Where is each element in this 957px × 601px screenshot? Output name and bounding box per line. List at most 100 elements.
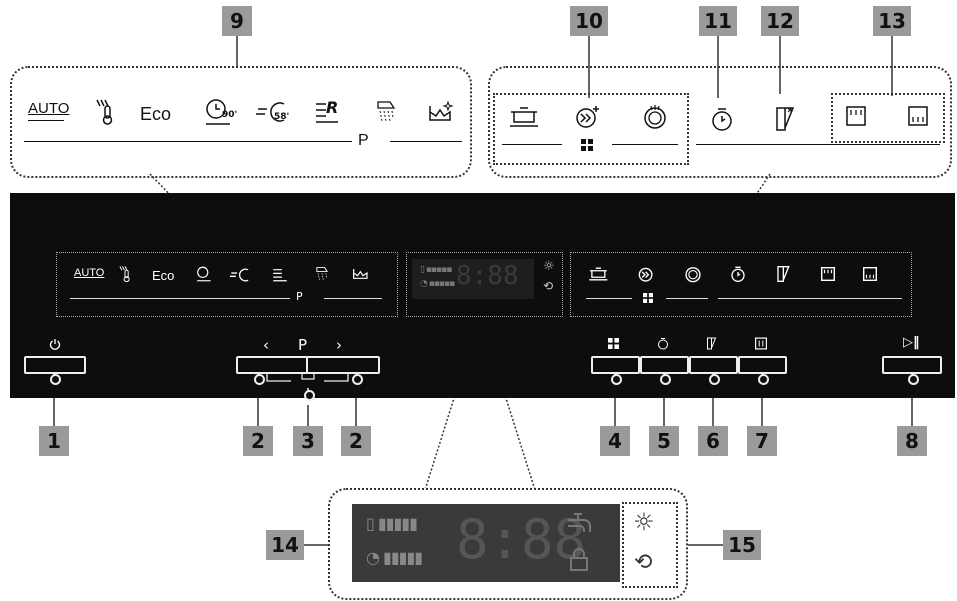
callout-2b: 2 [341, 426, 371, 456]
mini-salt-level: ◔ ▪▪▪▪▪ [420, 279, 455, 289]
rack-group-box [831, 93, 945, 143]
callout-6: 6 [698, 426, 728, 456]
panel-program-bar-right [324, 298, 382, 299]
mini-cycle-icon: ⟲ [543, 279, 554, 293]
mini-display-digits: 8:88 [456, 261, 519, 291]
play-pause-icon: ▷‖ [903, 335, 920, 350]
panel-lower-rack-icon[interactable] [863, 267, 877, 281]
program-bar-left [24, 141, 352, 142]
next-knob [352, 374, 363, 385]
callout-7: 7 [747, 426, 777, 456]
button-grid-icon [608, 338, 619, 349]
rinse-program-icon [316, 103, 338, 123]
callout-13: 13 [873, 6, 911, 36]
prev-program-label: ‹ [263, 336, 269, 354]
panel-prewash-icon[interactable] [314, 265, 330, 283]
callout-2a: 2 [243, 426, 273, 456]
panel-pot-icon[interactable] [588, 265, 610, 283]
panel-machine-care-icon[interactable] [352, 265, 370, 281]
callout-15: 15 [723, 530, 761, 560]
options-group-box [493, 93, 689, 165]
panel-program-p: P [296, 290, 303, 303]
callout-14: 14 [266, 530, 304, 560]
options-bar-long [696, 144, 940, 145]
sun-icon: ☼ [633, 508, 655, 536]
display-group [406, 252, 563, 317]
panel-program-bar-left [70, 298, 290, 299]
options-zoom-panel [488, 66, 952, 178]
rinse-aid-indicator: ▯ ▮▮▮▮▮ [366, 514, 418, 533]
callout-11: 11 [699, 6, 737, 36]
power-icon [49, 339, 61, 350]
panel-options-bar-3 [718, 298, 902, 299]
lower-rack-icon [908, 106, 928, 126]
display-digits: 8:88 [456, 508, 587, 571]
callout-8: 8 [897, 426, 927, 456]
auto-program-underline [28, 120, 64, 121]
timer-knob [660, 374, 671, 385]
options-bar-right [612, 144, 678, 145]
rinse-label: R [326, 98, 339, 117]
90-minute-label: 90' [222, 110, 238, 120]
58-minute-label: 58' [274, 112, 290, 122]
panel-eco-label[interactable]: Eco [152, 268, 175, 283]
callout-3: 3 [293, 426, 323, 456]
indicator-group-box [622, 502, 678, 588]
control-panel: AUTO Eco P 8:88 ▯ ▪▪▪▪▪ ◔ ▪▪▪▪▪ ☼ ⟲ ‹ P … [10, 193, 955, 401]
options-grid-icon [581, 139, 593, 151]
callout-10: 10 [570, 6, 608, 36]
panel-90-icon[interactable] [196, 265, 214, 283]
panel-intensive-icon[interactable] [118, 265, 132, 283]
callout-1: 1 [39, 426, 69, 456]
prev-knob [254, 374, 265, 385]
panel-options-bar-1 [586, 298, 632, 299]
program-bar-p-label: P [358, 132, 369, 149]
door-knob [709, 374, 720, 385]
mini-rinse-level: ▯ ▪▪▪▪▪ [420, 265, 452, 275]
mini-display-screen [412, 259, 534, 299]
pot-icon [510, 107, 538, 127]
button-door-icon [707, 337, 717, 350]
options-panel-group [570, 252, 912, 317]
next-program-label: › [336, 336, 342, 354]
panel-zone-icon[interactable] [684, 265, 702, 283]
p-nav-label: P [298, 336, 308, 354]
callout-5: 5 [649, 426, 679, 456]
display-zoom-panel: ▯ ▮▮▮▮▮ ◔ ▮▮▮▮▮ 8:88 ☼ ⟲ [328, 488, 688, 600]
cycle-icon: ⟲ [634, 550, 653, 575]
callout-4: 4 [600, 426, 630, 456]
quick-program-icon [256, 102, 285, 122]
zone-wash-icon [644, 105, 666, 129]
power-button[interactable] [24, 356, 86, 374]
lock-knob [304, 390, 315, 401]
salt-indicator: ◔ ▮▮▮▮▮ [366, 548, 423, 567]
callout-9: 9 [222, 6, 252, 36]
panel-speed-icon[interactable] [638, 265, 656, 283]
eco-program-label: Eco [140, 104, 172, 124]
panel-quick-icon[interactable] [230, 267, 252, 283]
program-group [56, 252, 398, 317]
speed-booster-icon [576, 106, 599, 128]
panel-timer-icon[interactable] [730, 265, 746, 283]
machine-care-icon [429, 100, 454, 121]
options-knob [611, 374, 622, 385]
options-bar-left [502, 144, 562, 145]
panel-options-bar-2 [666, 298, 708, 299]
upper-rack-icon [846, 106, 866, 126]
delay-timer-icon [712, 108, 732, 131]
panel-auto-label[interactable]: AUTO [74, 267, 105, 279]
auto-program-label: AUTO [28, 100, 70, 117]
program-zoom-panel: AUTO Eco 90' 58' R P [10, 66, 472, 178]
mini-sun-icon: ☼ [543, 259, 555, 274]
callout-12: 12 [761, 6, 799, 36]
lock-btn-knob [758, 374, 769, 385]
next-program-button[interactable] [306, 356, 380, 374]
panel-rinse-icon[interactable] [272, 265, 288, 283]
pre-wash-icon [377, 101, 396, 122]
program-bar-right [390, 141, 462, 142]
lock-icon [570, 548, 588, 571]
auto-door-icon [776, 107, 795, 131]
panel-upper-rack-icon[interactable] [821, 267, 835, 281]
panel-door-icon[interactable] [776, 265, 792, 283]
intensive-program-icon [96, 99, 113, 125]
